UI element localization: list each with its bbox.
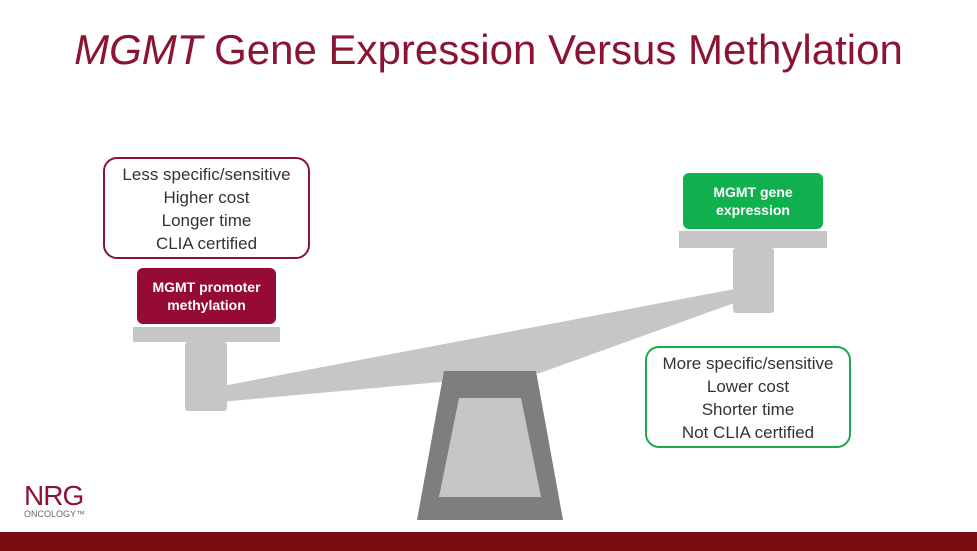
methylation-property: Longer time [161, 211, 252, 230]
methylation-property: Higher cost [163, 188, 250, 207]
methylation-label: MGMT promoter methylation [137, 268, 276, 324]
footer-bar [0, 532, 977, 551]
expression-label: MGMT gene expression [683, 173, 823, 229]
left-pan-post [185, 342, 227, 411]
methylation-label-line: MGMT promoter [152, 279, 261, 295]
methylation-property: Less specific/sensitive [122, 165, 291, 184]
expression-property: Shorter time [701, 400, 795, 419]
expression-label-line: MGMT gene [713, 184, 793, 200]
expression-label-line: expression [716, 202, 790, 218]
methylation-property: CLIA certified [155, 234, 258, 253]
title-gene-name: MGMT [74, 26, 203, 73]
logo-sub-text: ONCOLOGY™ [24, 509, 86, 519]
methylation-label-line: methylation [167, 297, 246, 313]
nrg-oncology-logo: NRG ONCOLOGY™ [24, 482, 134, 522]
expression-property: Not CLIA certified [681, 423, 815, 442]
logo-main-text: NRG [24, 480, 84, 511]
title-rest: Gene Expression Versus Methylation [202, 26, 903, 73]
methylation-properties-box: Less specific/sensitive Higher cost Long… [103, 157, 310, 259]
expression-property: More specific/sensitive [662, 354, 834, 373]
right-pan-post [733, 248, 774, 313]
fulcrum-base-inner [439, 398, 541, 497]
left-pan-plate [133, 327, 280, 342]
slide-title: MGMT Gene Expression Versus Methylation [0, 26, 977, 74]
expression-properties-box: More specific/sensitive Lower cost Short… [645, 346, 851, 448]
expression-property: Lower cost [706, 377, 790, 396]
right-pan-plate [679, 231, 827, 248]
scale-beam [212, 288, 748, 402]
